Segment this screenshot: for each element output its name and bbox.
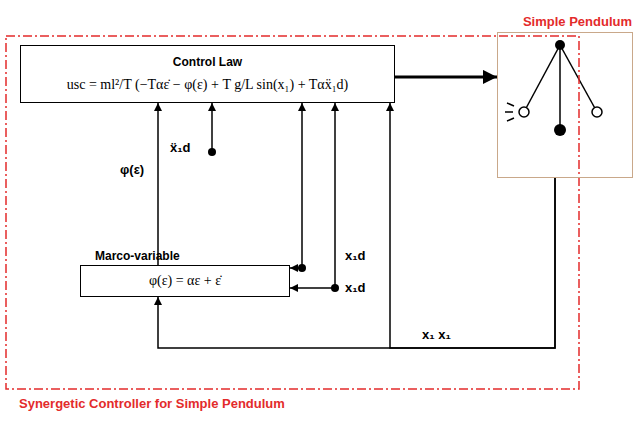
junction-dot <box>208 148 216 156</box>
input-wire <box>301 103 303 268</box>
pendulum-bob <box>592 107 602 117</box>
pendulum-rod <box>524 45 560 112</box>
control-law-box: Control Law usc = ml²/T (−Tαε̇ − φ(ε) + T… <box>20 45 395 103</box>
signal-name: ẍ₁d <box>168 140 193 155</box>
box-title: Control Law <box>173 55 242 69</box>
state-feedback-arrow <box>158 178 555 348</box>
input-wire <box>334 103 336 288</box>
feedback-arrow <box>157 103 159 265</box>
edge-label: φ(ε) <box>118 162 146 177</box>
plant-title: Simple Pendulum <box>523 14 632 29</box>
controller-region: Synergetic Controller for Simple Pendulu… <box>5 35 580 390</box>
input-wire <box>211 103 213 152</box>
pendulum-bob <box>554 124 566 136</box>
box-title: Marco-variable <box>95 249 180 263</box>
pendulum-bob <box>519 107 529 117</box>
signal-name: x₁d <box>343 280 368 295</box>
state-feedback-arrow <box>390 103 555 348</box>
pivot <box>555 40 565 50</box>
junction-dot <box>331 284 339 292</box>
macro-equation: φ(ε) = αε + ε̇ <box>149 273 221 289</box>
control-equation: usc = ml²/T (−Tαε̇ − φ(ε) + T g/L sin(x₁… <box>67 77 348 93</box>
junction-dot <box>298 264 306 272</box>
control-signal-arrow <box>395 75 497 78</box>
motion-marks <box>505 103 514 121</box>
region-title: Synergetic Controller for Simple Pendulu… <box>19 396 285 411</box>
plant-box: Simple Pendulum <box>497 32 633 178</box>
input-wire <box>290 287 335 289</box>
edge-label: x₁ x₁ <box>420 327 453 342</box>
macro-variable-box: Marco-variableφ(ε) = αε + ε̇ <box>80 265 290 297</box>
signal-name: x₁d <box>343 248 368 263</box>
pendulum-rod <box>559 45 561 126</box>
